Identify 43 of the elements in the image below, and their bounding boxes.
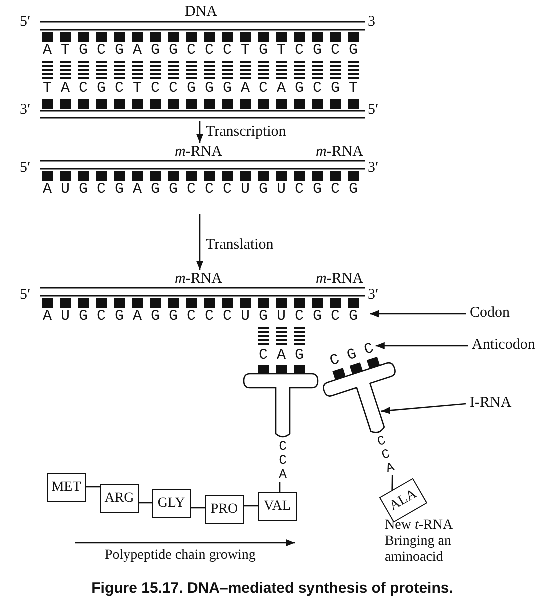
- base-sequence: AUGCGAGGCCCUGUCGCG: [43, 309, 368, 325]
- strand-label: m-RNA: [316, 144, 364, 160]
- connector-line: [191, 507, 205, 509]
- amino-acid-box: ARG: [100, 484, 139, 513]
- amino-acid-box: PRO: [205, 495, 244, 524]
- connector-line: [392, 475, 394, 490]
- figure-caption: Figure 15.17. DNA–mediated synthesis of proteins.: [90, 580, 454, 597]
- strand-end-label: 3′: [368, 160, 379, 176]
- acceptor-end-bases: CCA: [374, 434, 398, 477]
- anticodon-bases: CGC: [328, 338, 385, 370]
- arrow: [370, 310, 466, 318]
- amino-acid-box: VAL: [258, 492, 297, 521]
- strand-end-label: 3: [368, 14, 376, 30]
- strand-label: m-RNA: [316, 271, 364, 287]
- arrow: [196, 121, 204, 143]
- strand-end-label: 5′: [368, 102, 379, 118]
- strand-title: DNA: [185, 4, 218, 20]
- arrow: [381, 403, 466, 414]
- arrow: [196, 214, 204, 270]
- anticodon-bases: CAG: [259, 348, 314, 364]
- connector-line: [86, 486, 100, 488]
- strand-label: m-RNA: [175, 271, 223, 287]
- connector-line: [279, 482, 281, 492]
- connector-line: [244, 505, 258, 507]
- axis-caption: Polypeptide chain growing: [105, 548, 256, 564]
- edge-label: Transcription: [206, 124, 286, 140]
- strand-end-label: 5′: [20, 287, 31, 303]
- pointer-label: Codon: [470, 305, 510, 321]
- base-sequence: AUGCGAGGCCCUGUCGCG: [43, 182, 368, 198]
- strand-end-label: 5′: [20, 160, 31, 176]
- connector-line: [139, 502, 152, 504]
- strand-end-label: 3′: [368, 287, 379, 303]
- amino-acid-box: MET: [47, 473, 86, 502]
- acceptor-end-bases: CCA: [278, 440, 288, 482]
- base-sequence: ATGCGAGGCCCTGTCGCG: [43, 43, 368, 59]
- strand-label: m-RNA: [175, 144, 223, 160]
- pointer-label: I-RNA: [470, 395, 512, 411]
- strand-end-label: 3′: [20, 102, 31, 118]
- strand-end-label: 5′: [20, 14, 31, 30]
- arrow: [376, 342, 468, 350]
- pointer-label: Anticodon: [472, 337, 536, 353]
- amino-acid-box: GLY: [152, 489, 191, 518]
- base-sequence: TACGCTCCGGGACAGCGT: [43, 81, 368, 97]
